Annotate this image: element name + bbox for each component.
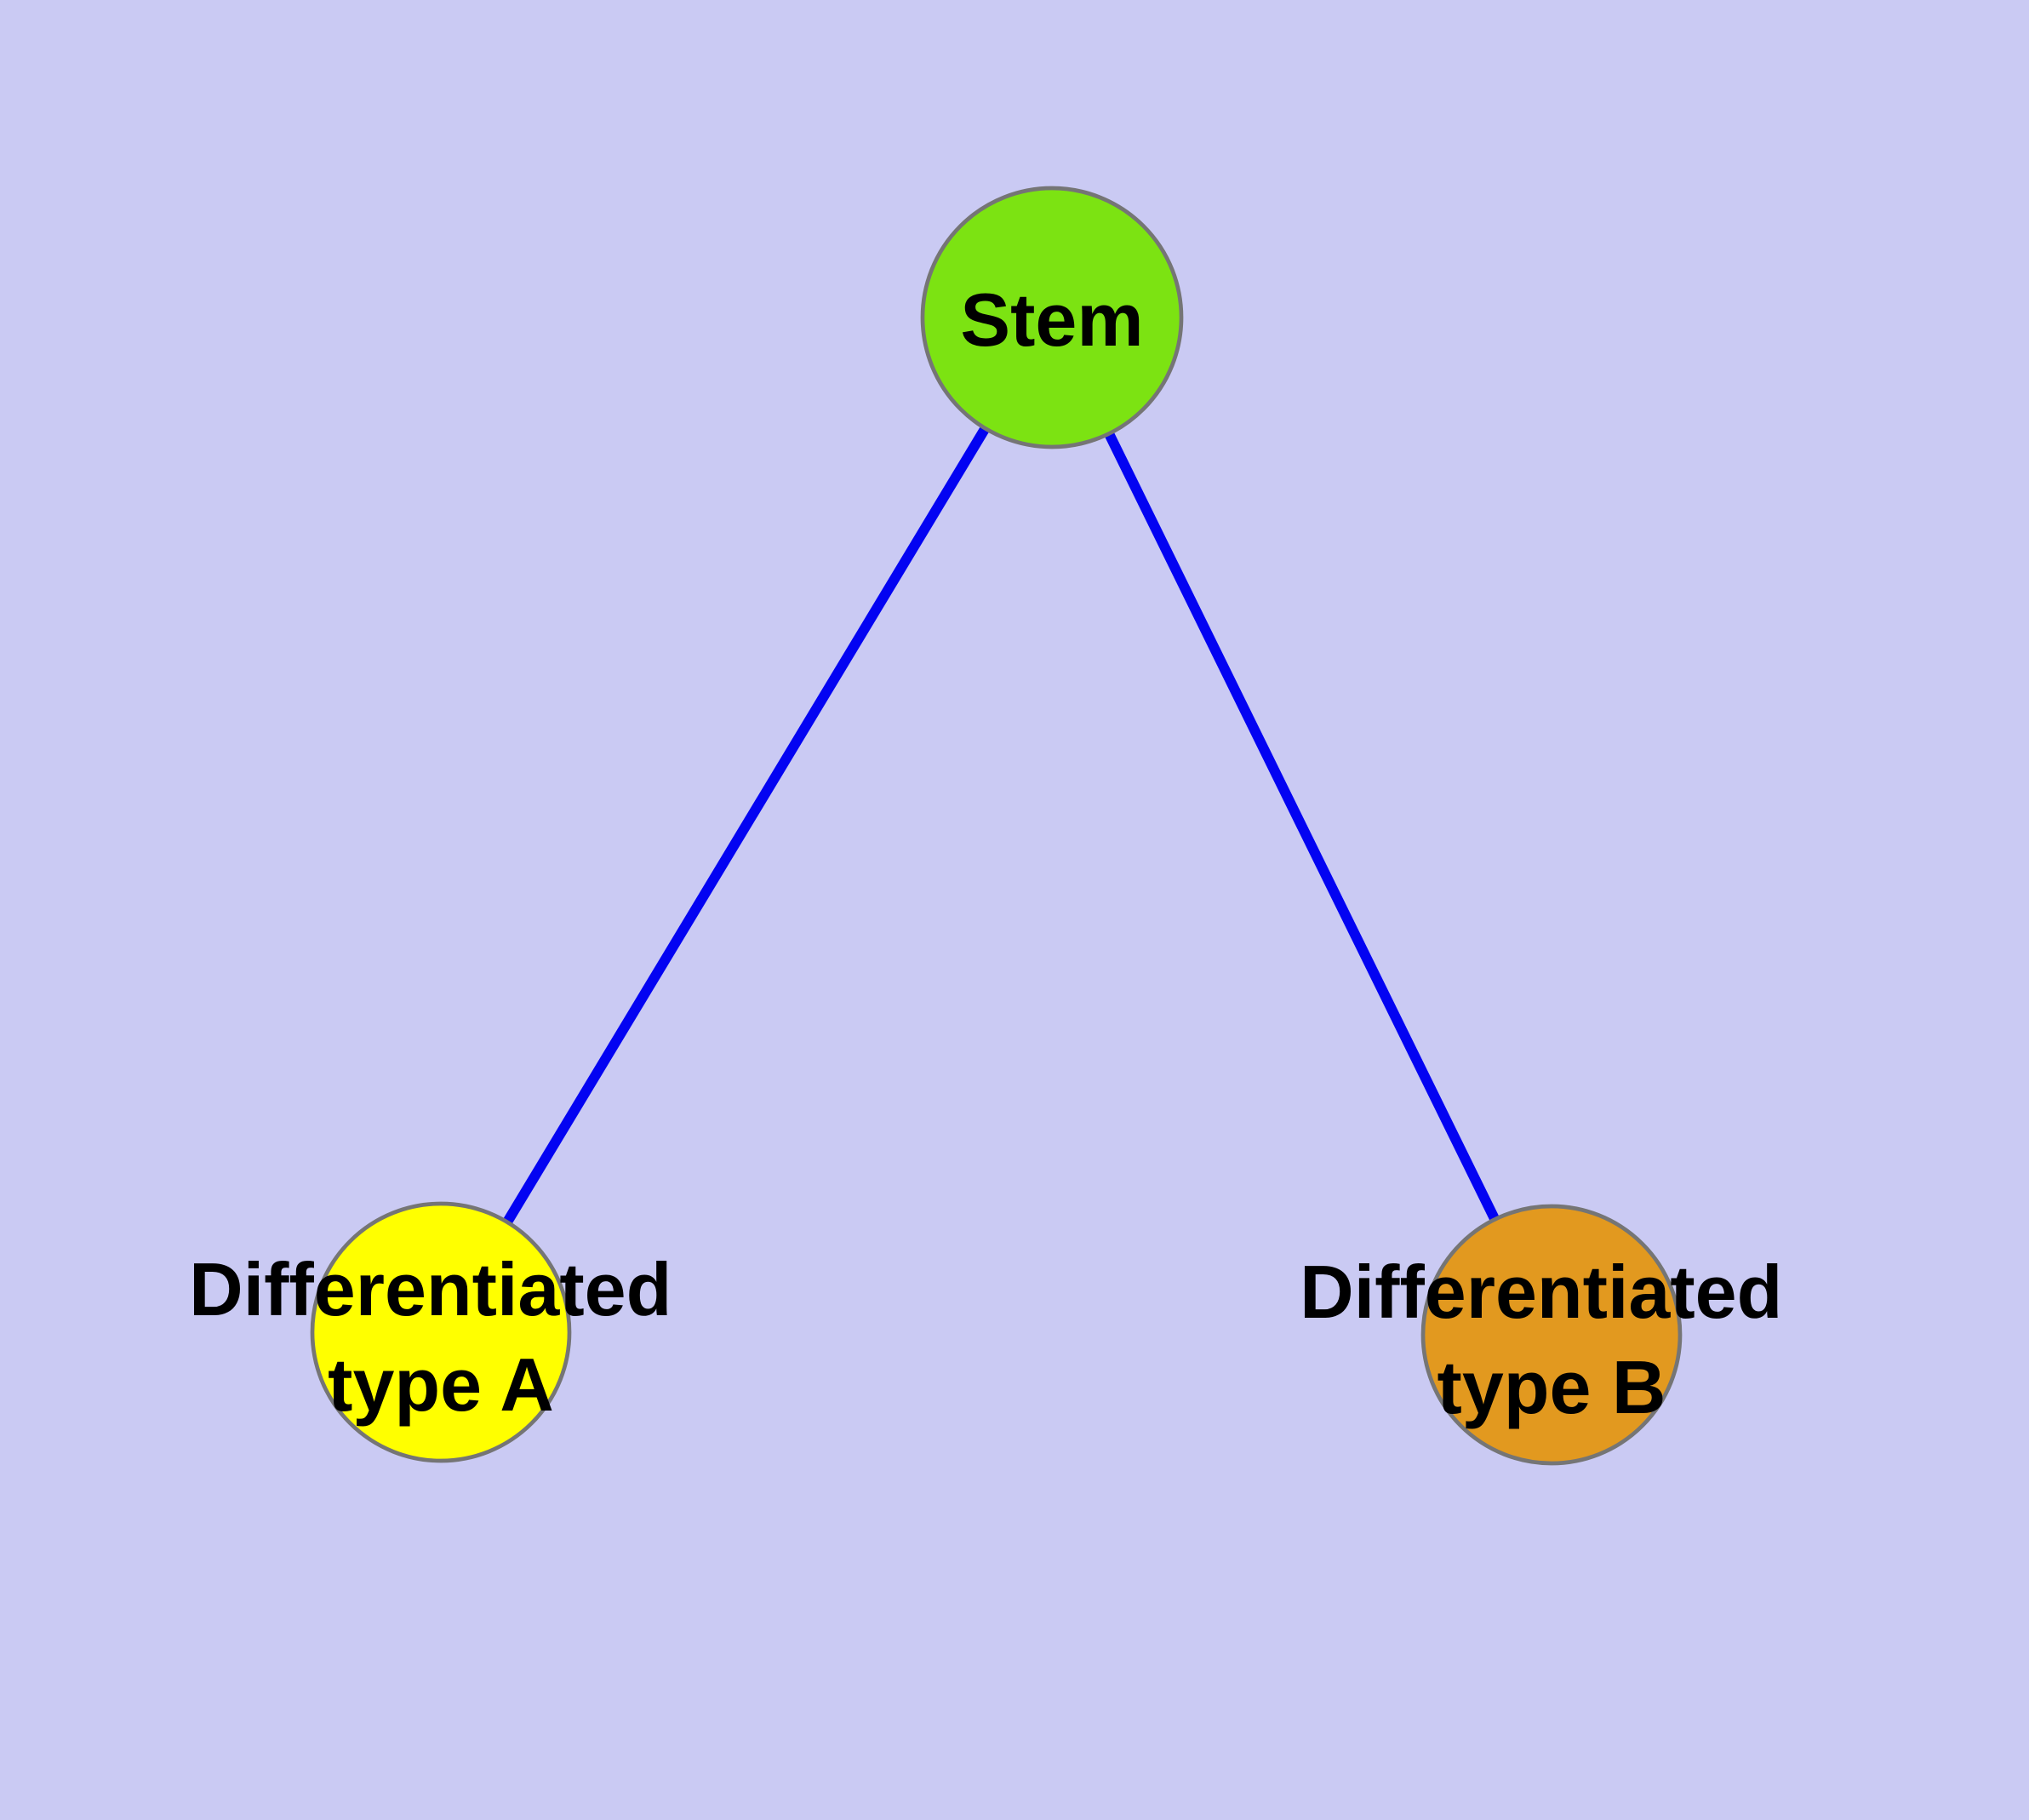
- type-a-node: [310, 1201, 572, 1463]
- type-b-label-line2: type B: [1437, 1345, 1666, 1429]
- type-b-label-line1: Differentiated: [1300, 1250, 1782, 1334]
- stem-node-label: Stem: [960, 278, 1143, 362]
- edge-stem-to-type-b: [1047, 315, 1557, 1337]
- type-a-label-line2: type A: [328, 1342, 554, 1427]
- type-a-label-line1: Differentiated: [189, 1247, 672, 1331]
- type-b-node: [1420, 1204, 1683, 1466]
- type-a-node-label: Differentiated type A: [189, 1247, 693, 1427]
- stem-node: [920, 186, 1184, 449]
- edge-stem-to-type-a: [436, 314, 1057, 1336]
- type-b-node-label: Differentiated type B: [1300, 1250, 1803, 1429]
